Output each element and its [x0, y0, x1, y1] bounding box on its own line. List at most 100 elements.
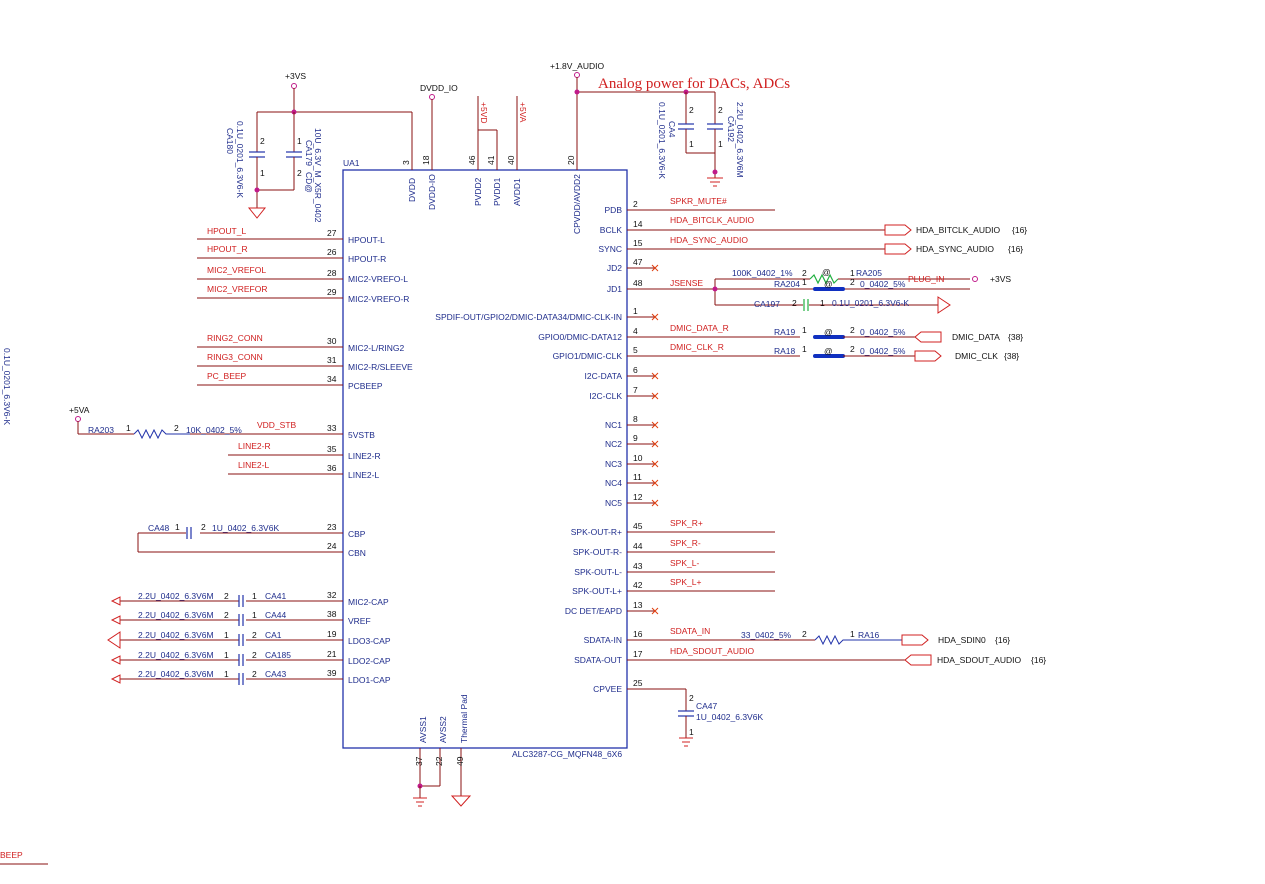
pin-num-34: 34: [327, 374, 337, 384]
pin-num-33: 33: [327, 423, 337, 433]
port-hda-sync-audio: [884, 243, 912, 255]
port-hda-sdin0-name: HDA_SDIN0: [938, 635, 986, 645]
ca4-pin2: 2: [689, 105, 694, 115]
cap-ca185-ref: CA185: [265, 650, 291, 660]
pin-num-19: 19: [327, 629, 337, 639]
port-hda-bitclk-audio-page: {16}: [1012, 225, 1027, 235]
pin-num-4: 4: [633, 326, 638, 336]
pin-name-avss1: AVSS1: [418, 716, 428, 743]
net-vdd-stb: VDD_STB: [257, 420, 297, 430]
net-spk-r-plus: SPK_R+: [670, 518, 703, 528]
ra18-pin1: 1: [802, 344, 807, 354]
pin-name-hpout-r: HPOUT-R: [348, 254, 386, 264]
ra204-pin1: 1: [802, 277, 807, 287]
net-spk-r-minus: SPK_R-: [670, 538, 701, 548]
ra205-assembly: @: [822, 267, 831, 277]
cap-ca1-pin-a: 1: [224, 630, 229, 640]
pin-num-37: 37: [414, 756, 424, 766]
ca197-value: 0.1U_0201_6.3V6-K: [832, 298, 909, 308]
pin-name-spdif-out: SPDIF-OUT/GPIO2/DMIC-DATA34/DMIC-CLK-IN: [435, 312, 622, 322]
cap-ca44-value: 2.2U_0402_6.3V6M: [138, 610, 214, 620]
net-dmic-clk-r: DMIC_CLK_R: [670, 342, 724, 352]
net-spkr-mute: SPKR_MUTE#: [670, 196, 727, 206]
power-label-3vs: +3VS: [285, 71, 306, 81]
pin-name-cbp: CBP: [348, 529, 366, 539]
port-hda-bitclk-audio-name: HDA_BITCLK_AUDIO: [916, 225, 1000, 235]
pin-num-24: 24: [327, 541, 337, 551]
ca179-pin2: 2: [297, 168, 302, 178]
pin-num-48: 48: [633, 278, 643, 288]
power-pin-3vs-right: [972, 276, 978, 282]
pin-name-mic2-r-sleeve: MIC2-R/SLEEVE: [348, 362, 413, 372]
port-dmic-data-page: {38}: [1008, 332, 1023, 342]
pin-name-mic2-vrefo-l: MIC2-VREFO-L: [348, 274, 408, 284]
pin-num-42: 42: [633, 580, 643, 590]
cap-ca185-value: 2.2U_0402_6.3V6M: [138, 650, 214, 660]
pin-num-9: 9: [633, 433, 638, 443]
port-hda-sdout-audio-page: {16}: [1031, 655, 1046, 665]
pin-num-30: 30: [327, 336, 337, 346]
pin-name-i2c-clk: I2C-CLK: [589, 391, 622, 401]
ca197-ground-icon: [937, 296, 951, 314]
pin-name-pdb: PDB: [605, 205, 623, 215]
thermal-pad-ground-icon: [450, 795, 472, 807]
net-pc-beep: PC_BEEP: [207, 371, 247, 381]
pin-name-dc-det-eapd: DC DET/EAPD: [565, 606, 622, 616]
power-label-dvdd-io: DVDD_IO: [420, 83, 458, 93]
pin-num-10: 10: [633, 453, 643, 463]
port-dmic-data-name: DMIC_DATA: [952, 332, 1000, 342]
ca180-ref: CA180: [225, 128, 235, 154]
net-hpout-r: HPOUT_R: [207, 244, 248, 254]
ca180-pin1: 1: [260, 168, 265, 178]
pin-num-11: 11: [633, 472, 642, 482]
pin-num-1: 1: [633, 306, 638, 316]
port-hda-bitclk-audio: [884, 224, 912, 236]
net-ring3-conn: RING3_CONN: [207, 352, 263, 362]
pin-num-6: 6: [633, 365, 638, 375]
ra19-value: 0_0402_5%: [860, 327, 906, 337]
pin-name-i2c-data: I2C-DATA: [585, 371, 623, 381]
resistor-ra205: [809, 273, 839, 285]
pin-name-pvdd1: PVDD1: [492, 177, 502, 206]
ca179-value: 10U_6.3V_M_X5R_0402: [313, 128, 323, 223]
ca48-pin1: 1: [175, 522, 180, 532]
power-pin-dvdd-io: [429, 94, 435, 100]
ca179-pin1: 1: [297, 136, 302, 146]
cap-ca41-ref: CA41: [265, 591, 287, 601]
ra18-ref: RA18: [774, 346, 796, 356]
ca197-ref: CA197: [754, 299, 780, 309]
pin-name-spk-out-l-plus: SPK-OUT-L+: [572, 586, 622, 596]
pin-name-sdata-in: SDATA-IN: [584, 635, 622, 645]
resistor-ra16: [814, 634, 902, 646]
pin-num-13: 13: [633, 600, 643, 610]
port-dmic-data: [914, 331, 942, 343]
left-cap-bank: [107, 595, 244, 685]
pin-num-15: 15: [633, 238, 643, 248]
cap-ca43-value: 2.2U_0402_6.3V6M: [138, 669, 214, 679]
pin-num-41: 41: [486, 155, 496, 165]
ca47-value: 1U_0402_6.3V6K: [696, 712, 763, 722]
ra203-pin2: 2: [174, 423, 179, 433]
pin-num-7: 7: [633, 385, 638, 395]
pin-num-17: 17: [633, 649, 643, 659]
cap-ca185-pin-b: 2: [252, 650, 257, 660]
ra18-pin2: 2: [850, 344, 855, 354]
ra19-pin1: 1: [802, 325, 807, 335]
pin-name-mic2-cap: MIC2-CAP: [348, 597, 389, 607]
pin-num-43: 43: [633, 561, 643, 571]
ca192-pin2: 2: [718, 105, 723, 115]
net-line2-l: LINE2-L: [238, 460, 269, 470]
pin-num-38: 38: [327, 609, 337, 619]
ra204-pin2: 2: [850, 277, 855, 287]
pin-name-mic2-l-ring2: MIC2-L/RING2: [348, 343, 404, 353]
pin-num-12: 12: [633, 492, 643, 502]
pin-name-gpio1: GPIO1/DMIC-CLK: [553, 351, 623, 361]
net-sdata-in: SDATA_IN: [670, 626, 710, 636]
pin-name-sdata-out: SDATA-OUT: [574, 655, 622, 665]
ra19-ref: RA19: [774, 327, 796, 337]
ra203-ref: RA203: [88, 425, 114, 435]
port-dmic-clk: [914, 350, 942, 362]
ra205-pin2: 2: [802, 268, 807, 278]
power-pin-3vs: [291, 83, 297, 89]
